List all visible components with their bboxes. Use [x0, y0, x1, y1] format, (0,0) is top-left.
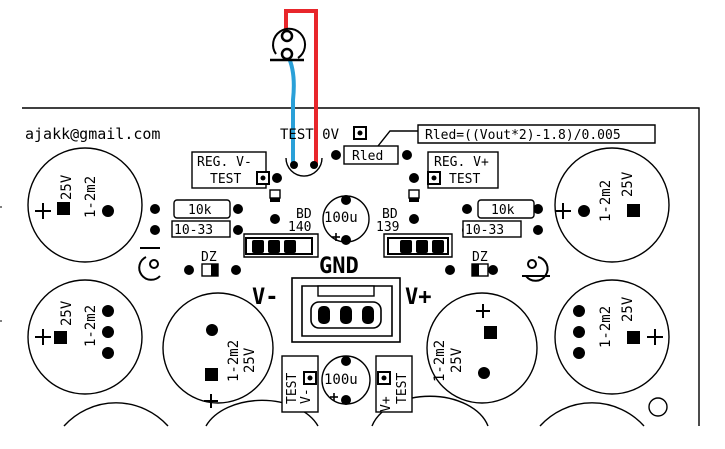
test-v-minus-box: TEST V- [281, 355, 319, 413]
reg-left-label-2: 140 [288, 220, 311, 235]
test-v-plus-box: V+ TEST [375, 355, 413, 413]
svg-text:1-2m2: 1-2m2 [83, 176, 99, 218]
gnd-label: GND [319, 254, 359, 279]
svg-text:25V: 25V [59, 174, 75, 200]
cap-mid-left: 25V 1-2m2 [27, 279, 143, 395]
regulator-left [243, 233, 319, 258]
left-edge-marks [0, 206, 2, 322]
svg-text:25V: 25V [449, 347, 465, 373]
board-outline [22, 107, 700, 426]
svg-text:TEST: TEST [449, 172, 480, 187]
svg-text:10k: 10k [188, 203, 212, 218]
svg-text:TEST: TEST [285, 373, 300, 404]
svg-text:DZ: DZ [472, 250, 488, 265]
diode-pads-right [408, 189, 420, 224]
svg-text:DZ: DZ [201, 250, 217, 265]
reg-right-label-2: 139 [376, 220, 399, 235]
formula-text: Rled=((Vout*2)-1.8)/0.005 [425, 128, 621, 143]
svg-text:V-: V- [299, 388, 314, 404]
svg-text:10k: 10k [491, 203, 515, 218]
resistor-left: 10k 10-33 [150, 199, 243, 238]
v-plus-label: V+ [405, 285, 432, 310]
reg-right-label-1: BD [382, 207, 398, 222]
svg-text:25V: 25V [242, 347, 258, 373]
cap-top-left: 25V 1-2m2 [27, 147, 143, 263]
svg-text:1-2m2: 1-2m2 [83, 305, 99, 347]
v-minus-label: V- [252, 285, 279, 310]
cap-bottom-right-center: 1-2m2 25V [426, 292, 538, 404]
rled-label: Rled [352, 149, 383, 164]
blue-wire [286, 54, 296, 168]
svg-text:25V: 25V [620, 296, 636, 322]
cap-center-top: 100u [322, 195, 370, 245]
svg-text:REG. V+: REG. V+ [434, 155, 489, 170]
cap-center-bottom: 100u [321, 355, 371, 405]
email-label: ajakk@gmail.com [25, 125, 160, 143]
rled-box [343, 145, 399, 165]
formula-callout: Rled=((Vout*2)-1.8)/0.005 [377, 124, 656, 147]
reg-left-label-1: BD [296, 207, 312, 222]
svg-text:25V: 25V [620, 171, 636, 197]
red-wire [284, 9, 318, 167]
bottom-partial-caps [63, 395, 668, 427]
side-led-left [138, 247, 161, 281]
reg-v-plus-test: REG. V+ TEST [409, 151, 499, 189]
output-connector [291, 277, 401, 343]
svg-text:1-2m2: 1-2m2 [598, 306, 614, 348]
zener-right: DZ [445, 250, 498, 277]
svg-text:1-2m2: 1-2m2 [226, 340, 242, 382]
zener-left: DZ [184, 250, 241, 277]
svg-text:V+: V+ [379, 396, 394, 412]
svg-text:TEST: TEST [210, 172, 241, 187]
regulator-right [383, 233, 453, 258]
led-footprint [285, 157, 323, 177]
test-0v-label: TEST 0V [280, 127, 340, 143]
reg-v-minus-test: REG. V- TEST [191, 151, 282, 189]
svg-text:1-2m2: 1-2m2 [598, 180, 614, 222]
svg-text:100u: 100u [324, 372, 358, 388]
svg-text:10-33: 10-33 [465, 223, 504, 238]
svg-text:REG. V-: REG. V- [197, 155, 252, 170]
resistor-right: 10k 10-33 [462, 199, 543, 238]
diode-pads-left [269, 189, 281, 224]
svg-text:10-33: 10-33 [174, 223, 213, 238]
svg-text:TEST: TEST [395, 373, 410, 404]
svg-text:25V: 25V [59, 300, 75, 326]
svg-text:100u: 100u [324, 210, 358, 226]
side-led-right [522, 256, 550, 282]
cap-top-right: 1-2m2 25V [554, 147, 670, 263]
cap-bottom-left-center: 1-2m2 25V [162, 292, 274, 408]
svg-text:1-2m2: 1-2m2 [432, 340, 448, 382]
led-symbol [270, 27, 307, 62]
cap-mid-right: 1-2m2 25V [554, 279, 670, 395]
